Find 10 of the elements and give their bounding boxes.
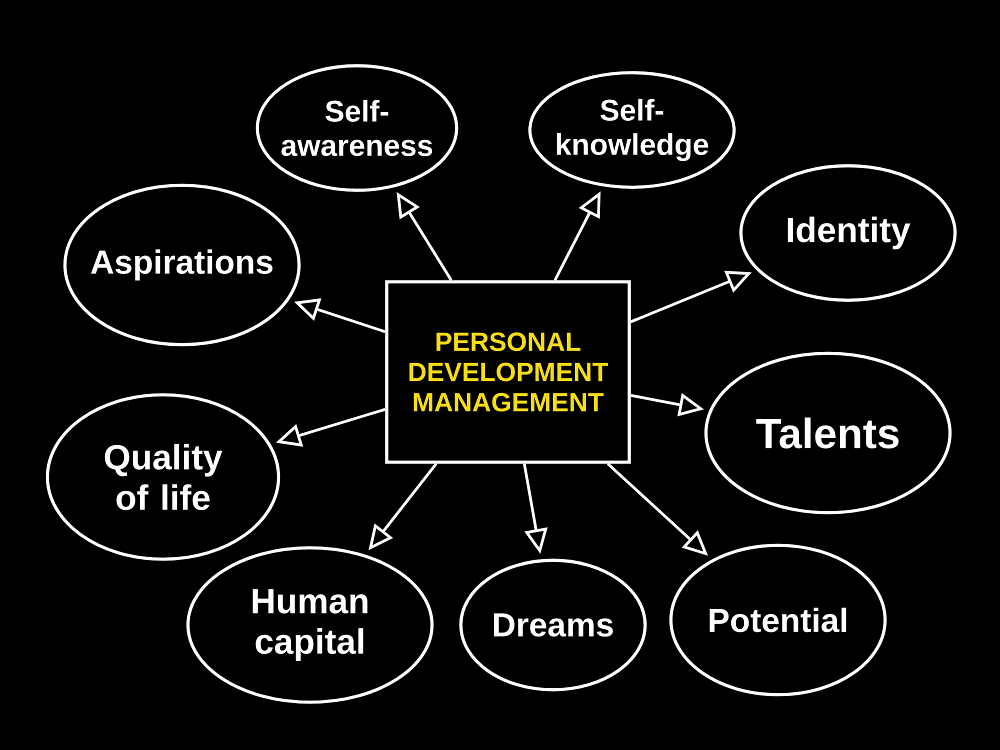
bubble: Human capital: [186, 546, 434, 704]
bubble: Self-knowledge: [528, 71, 736, 189]
center-box: PERSONAL DEVELOPMENT MANAGEMENT: [385, 280, 631, 464]
bubble: Aspirations: [63, 184, 301, 346]
bubble: Dreams: [459, 558, 647, 692]
bubble: Identity: [739, 164, 957, 302]
bubble: Self-awareness: [256, 64, 458, 192]
bubble: Quality of life: [46, 393, 280, 561]
bubble: Talents: [704, 352, 952, 514]
bubble: Potential: [669, 544, 887, 696]
